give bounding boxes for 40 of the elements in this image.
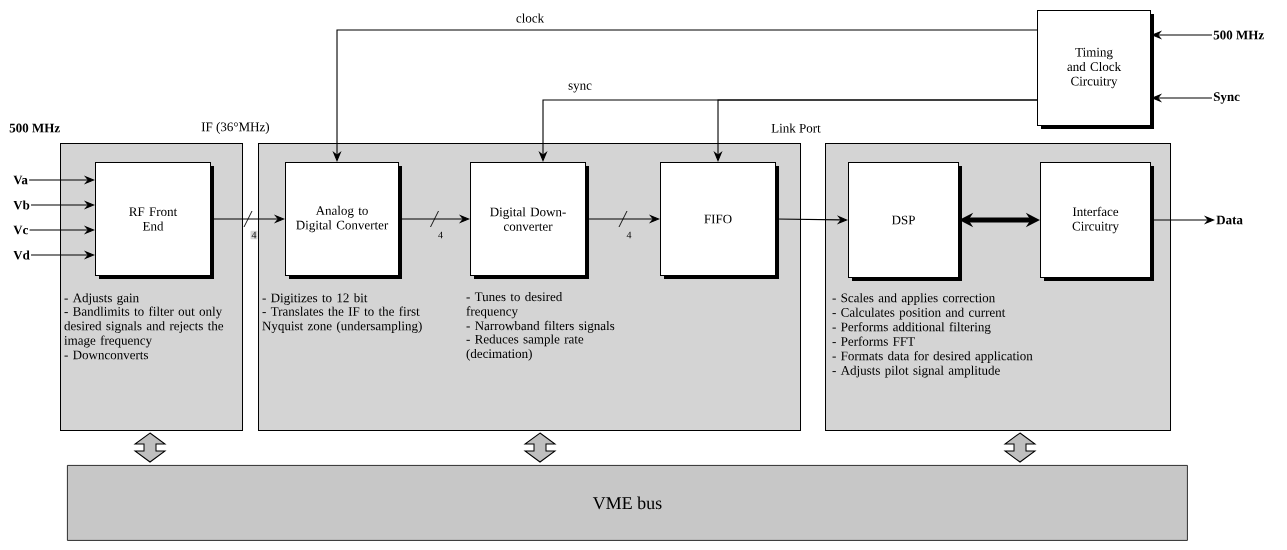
signal-label: Va xyxy=(13,175,28,185)
signal-label: 500 MHz xyxy=(1213,30,1264,40)
heading-label: Link Port xyxy=(771,123,821,133)
bullet-text: - Tunes to desired frequency xyxy=(466,292,563,319)
block-box: DSP xyxy=(848,162,962,281)
bullet-text: - Performs additional filtering xyxy=(832,322,991,334)
signal-label: Vb xyxy=(13,200,30,210)
block-box: Interface Circuitry xyxy=(1040,162,1154,281)
bullet-text: - Adjusts pilot signal amplitude xyxy=(832,365,1000,378)
signal-label: Vd xyxy=(13,250,30,260)
bus-band: VME bus xyxy=(67,465,1188,541)
block-box: FIFO xyxy=(660,162,779,279)
block-box: Digital Down-converter xyxy=(470,162,589,279)
bullet-text: - Calculates position and current xyxy=(832,307,1006,320)
signal-label: Data xyxy=(1216,215,1243,225)
block-arrow xyxy=(1004,432,1036,463)
bullet-text: - Performs FFT xyxy=(832,336,915,346)
signal-label: Sync xyxy=(1213,92,1240,104)
bullet-text: - Formats data for desired application xyxy=(832,351,1033,363)
block-box: Analog to Digital Converter xyxy=(285,162,402,279)
edge-label: 4 xyxy=(625,230,633,240)
bullet-text: - Bandlimits to filter out only desired signals and rejects the image frequency xyxy=(64,306,224,348)
edge-label: clock xyxy=(514,12,546,24)
edge-label: sync xyxy=(567,82,593,94)
bullet-text: - Reduces sample rate (decimation) xyxy=(466,334,584,361)
bullet-text: - Digitizes to 12 bit xyxy=(262,293,368,305)
bullet-text: - Downconverts xyxy=(64,350,148,360)
edge-label: 4 xyxy=(437,230,444,240)
heading-label: IF (36°MHz) xyxy=(201,122,269,134)
block-arrow xyxy=(134,432,166,463)
block-box: Timing and Clock Circuitry xyxy=(1037,10,1154,129)
bullet-text: - Translates the IF to the first Nyquist zone (undersampling) xyxy=(262,306,422,333)
bullet-text: - Narrowband filters signals xyxy=(466,320,615,333)
bullet-text: - Scales and applies correction xyxy=(832,293,995,305)
block-arrow xyxy=(524,432,556,463)
block-box: RF Front End xyxy=(95,162,214,279)
heading-label: 500 MHz xyxy=(9,123,60,133)
signal-label: Vc xyxy=(13,225,29,235)
bullet-text: - Adjusts gain xyxy=(64,293,139,305)
edge-label: 4 xyxy=(250,230,258,240)
